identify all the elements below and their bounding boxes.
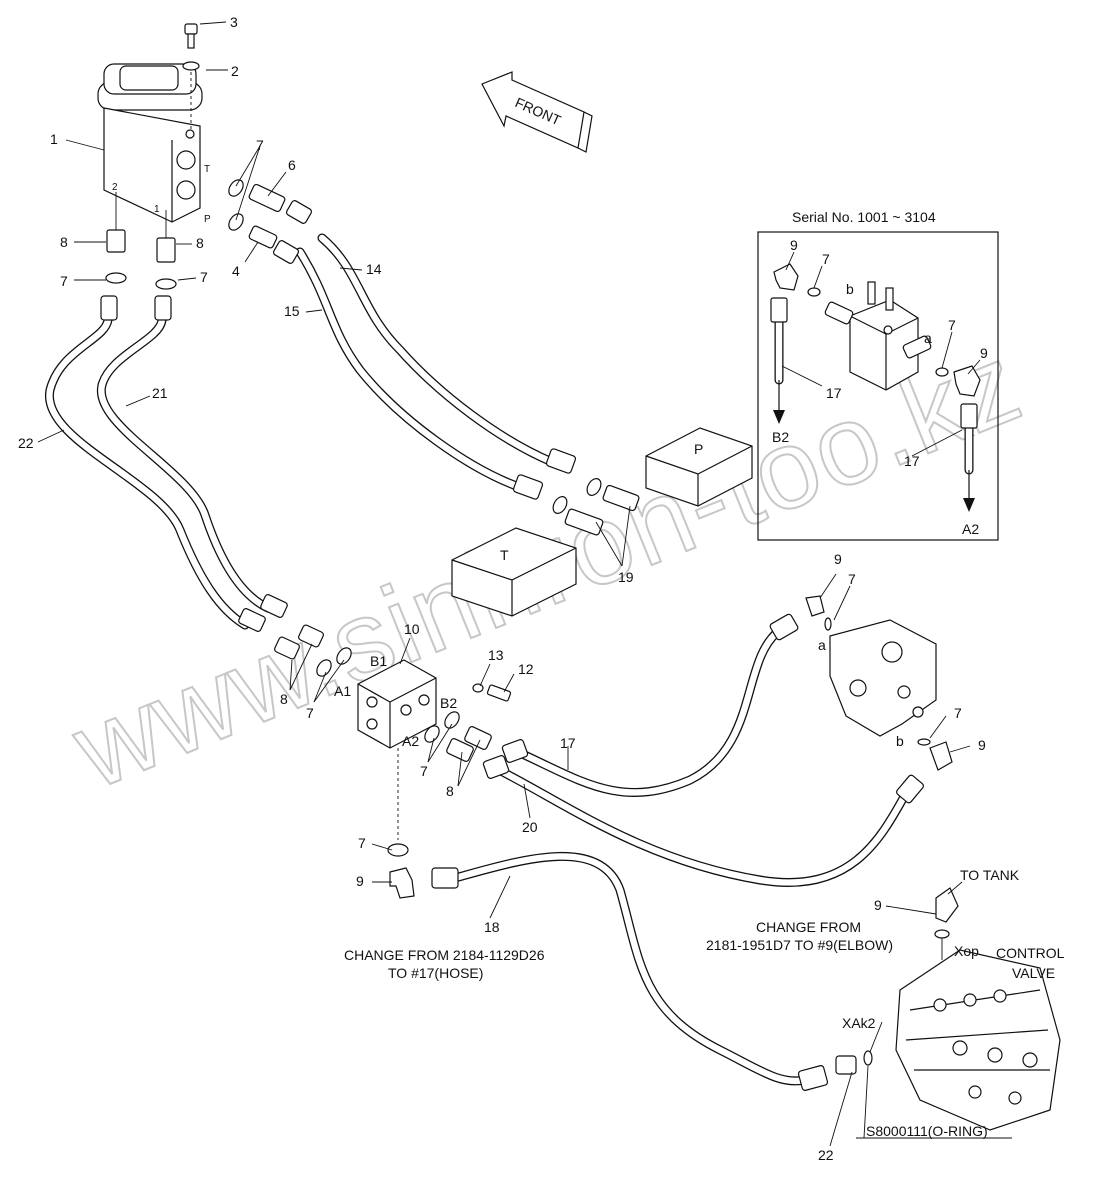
label-part-7-mid: 7	[306, 705, 314, 721]
label-part-7-right-lower: 7	[954, 705, 962, 721]
front-direction-arrow: FRONT	[481, 71, 593, 153]
label-part-17: 18	[484, 919, 500, 935]
note-hose-change-1: CHANGE FROM 2184-1129D26	[344, 947, 545, 963]
label-part-7-right: 7	[200, 269, 208, 285]
inset-title: Serial No. 1001 ~ 3104	[792, 209, 936, 225]
label-part-9-right-lower: 9	[978, 737, 986, 753]
valve-port-t: T	[204, 164, 210, 175]
label-part-1: 1	[50, 131, 58, 147]
tee-fittings	[552, 478, 640, 536]
leader-lines	[37, 21, 1012, 1147]
inset-mark-b: b	[846, 281, 854, 297]
travel-valve-port-a: a	[818, 637, 826, 653]
label-part-3: 3	[230, 14, 238, 30]
t-block: T	[451, 527, 577, 617]
valve-bottom-adapters	[105, 192, 177, 290]
label-part-7-top: 7	[256, 137, 264, 153]
label-part-7-left: 7	[60, 273, 68, 289]
shuttle-adapters	[274, 624, 512, 857]
label-part-7-inset-top: 7	[822, 251, 830, 267]
label-part-8-right: 8	[196, 235, 204, 251]
inset-port-b2: B2	[772, 429, 789, 445]
p-block: P	[645, 427, 753, 507]
label-part-7-shuttle: 7	[420, 763, 428, 779]
label-part-12: 13	[488, 647, 504, 663]
shuttle-port-b1: B1	[370, 653, 387, 669]
label-part-9-inset-top: 9	[790, 237, 798, 253]
label-part-15-inset-right: 17	[904, 453, 920, 469]
block-label-t: T	[500, 547, 509, 563]
part-number-labels: 1 2 3 4 6 7 8 8 7 7 14 15 21 22 19 10 13…	[18, 14, 988, 1163]
note-xop: Xop	[954, 943, 979, 959]
valve-port-1: 1	[154, 204, 160, 215]
label-part-9-inset-right: 9	[980, 345, 988, 361]
label-part-8-shuttle: 8	[446, 783, 454, 799]
label-part-7-bottom: 7	[358, 835, 366, 851]
label-part-7-right-valve: 7	[848, 571, 856, 587]
label-part-15-inset-left: 17	[826, 385, 842, 401]
label-part-21: 20	[522, 819, 538, 835]
label-part-18: 19	[618, 569, 634, 585]
shuttle-port-a2: A2	[402, 733, 419, 749]
port-labels: T P 2 1 A1 B1 A2 B2 a b	[112, 164, 904, 749]
label-part-6: 6	[288, 157, 296, 173]
label-part-11: 12	[518, 661, 534, 677]
label-part-22: 22	[818, 1147, 834, 1163]
elbow-9-bottom	[389, 867, 415, 899]
valve-side-fittings	[228, 179, 313, 264]
label-part-9-cv: 9	[874, 897, 882, 913]
shuttle-block	[357, 659, 437, 840]
label-part-2: 2	[231, 63, 239, 79]
shuttle-port-a1: A1	[334, 683, 351, 699]
label-part-20: 22	[18, 435, 34, 451]
note-to-tank: TO TANK	[960, 867, 1020, 883]
label-part-13: 14	[366, 261, 382, 277]
note-control-valve-2: VALVE	[1012, 965, 1055, 981]
label-part-4: 4	[232, 263, 240, 279]
note-elbow-change-2: 2181-1951D7 TO #9(ELBOW)	[706, 937, 893, 953]
notes: CHANGE FROM 2184-1129D26 TO #17(HOSE) CH…	[344, 867, 1065, 1139]
note-hose-change-2: TO #17(HOSE)	[388, 965, 483, 981]
label-part-8-left: 8	[60, 234, 68, 250]
block-label-p-top: P	[694, 441, 703, 457]
label-part-9-bottom: 9	[356, 873, 364, 889]
bolt-and-washer	[182, 23, 200, 130]
valve-port-2: 2	[112, 182, 118, 193]
hose-fittings	[100, 295, 978, 1091]
label-part-15: 17	[560, 735, 576, 751]
label-part-8-mid: 8	[280, 691, 288, 707]
valve-port-p: P	[204, 214, 211, 225]
note-oring: S8000111(O-RING)	[866, 1123, 988, 1139]
label-part-14: 15	[284, 303, 300, 319]
label-part-9-right: 9	[834, 551, 842, 567]
control-valve	[835, 887, 1061, 1131]
hoses	[45, 233, 974, 1086]
note-xak2: XAk2	[842, 1015, 876, 1031]
label-part-7-inset-right: 7	[948, 317, 956, 333]
remote-control-valve	[97, 63, 203, 223]
label-part-19: 21	[152, 385, 168, 401]
travel-valve	[805, 595, 953, 771]
inset-mark-a: a	[924, 330, 932, 346]
inset-port-a2: A2	[962, 521, 979, 537]
serial-inset: Serial No. 1001 ~ 3104 B2 A2 a b	[757, 209, 999, 541]
note-control-valve-1: CONTROL	[996, 945, 1065, 961]
shuttle-port-b2: B2	[440, 695, 457, 711]
travel-valve-port-b: b	[896, 733, 904, 749]
label-part-10: 10	[404, 621, 420, 637]
note-elbow-change-1: CHANGE FROM	[756, 919, 861, 935]
